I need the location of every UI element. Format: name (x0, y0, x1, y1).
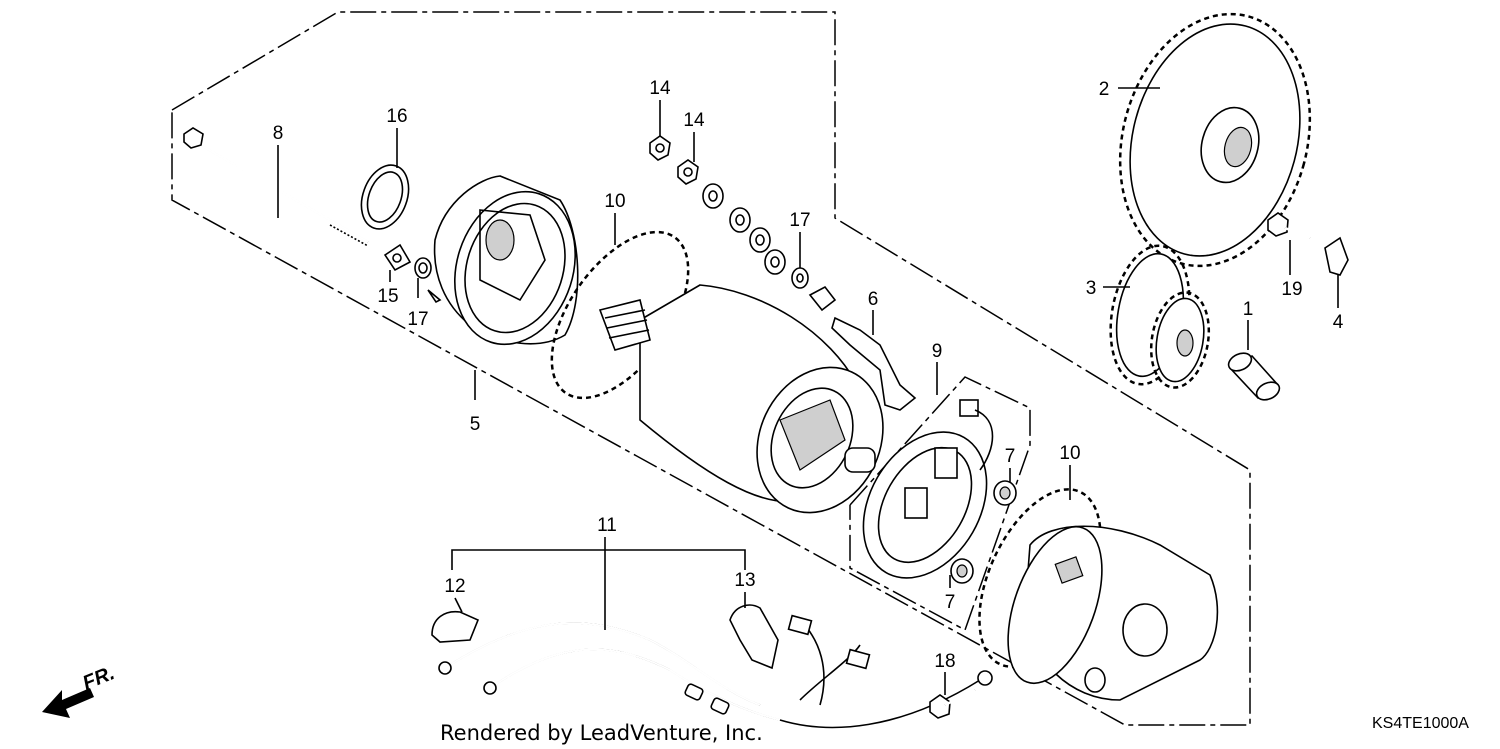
large-gear (1118, 12, 1312, 268)
brush-holder (862, 399, 994, 579)
callout-14-upper: 14 (649, 78, 671, 99)
callout-10-right: 10 (1059, 443, 1080, 464)
callout-8: 8 (273, 123, 284, 144)
front-arrow-icon: FR. (42, 662, 118, 718)
callout-19: 19 (1281, 279, 1302, 300)
callout-3: 3 (1086, 278, 1097, 299)
callout-1: 1 (1243, 299, 1254, 320)
callout-18: 18 (934, 651, 955, 672)
nut-washer-stack (649, 135, 837, 312)
callout-9: 9 (932, 341, 943, 362)
callout-7-upper: 7 (1005, 446, 1016, 467)
callout-10-left: 10 (604, 191, 625, 212)
terminal-cap-12 (431, 610, 480, 643)
callout-6: 6 (868, 289, 879, 310)
callout-7-lower: 7 (945, 592, 956, 613)
leader-lines (277, 87, 1339, 695)
brush-plate-boundary (849, 376, 1031, 632)
dowel-pin (1227, 352, 1281, 401)
diagram-code: KS4TE1000A (1372, 715, 1469, 732)
wire-harness (438, 614, 993, 729)
front-label: FR. (80, 662, 118, 694)
terminal-boot-13 (729, 604, 779, 670)
o-ring-16 (360, 164, 410, 230)
callout-11: 11 (597, 515, 617, 536)
lock-plate-15 (383, 243, 412, 272)
render-credit: Rendered by LeadVenture, Inc. (440, 721, 763, 745)
washer-17-left (414, 257, 432, 279)
clip-4 (1324, 236, 1349, 276)
callout-2: 2 (1099, 79, 1110, 100)
callout-17-right: 17 (789, 210, 810, 231)
harness-bracket (451, 549, 746, 570)
bolt-19 (1267, 212, 1311, 240)
callout-16: 16 (386, 106, 407, 127)
callout-13: 13 (734, 570, 755, 591)
callout-14-lower: 14 (683, 110, 705, 131)
terminal-bolt (831, 316, 917, 411)
starter-armature (598, 284, 884, 514)
callout-17-left: 17 (407, 309, 428, 330)
rear-cover (1007, 525, 1219, 701)
callout-4: 4 (1333, 312, 1344, 333)
brush-spring-lower (950, 558, 974, 584)
brush-spring-upper (993, 480, 1017, 506)
bolt-18 (929, 688, 976, 719)
front-cover (427, 175, 579, 346)
callout-12: 12 (444, 576, 465, 597)
idle-gear (1109, 244, 1211, 389)
through-bolt (183, 127, 369, 247)
callout-5: 5 (470, 414, 481, 435)
callout-15: 15 (377, 286, 398, 307)
